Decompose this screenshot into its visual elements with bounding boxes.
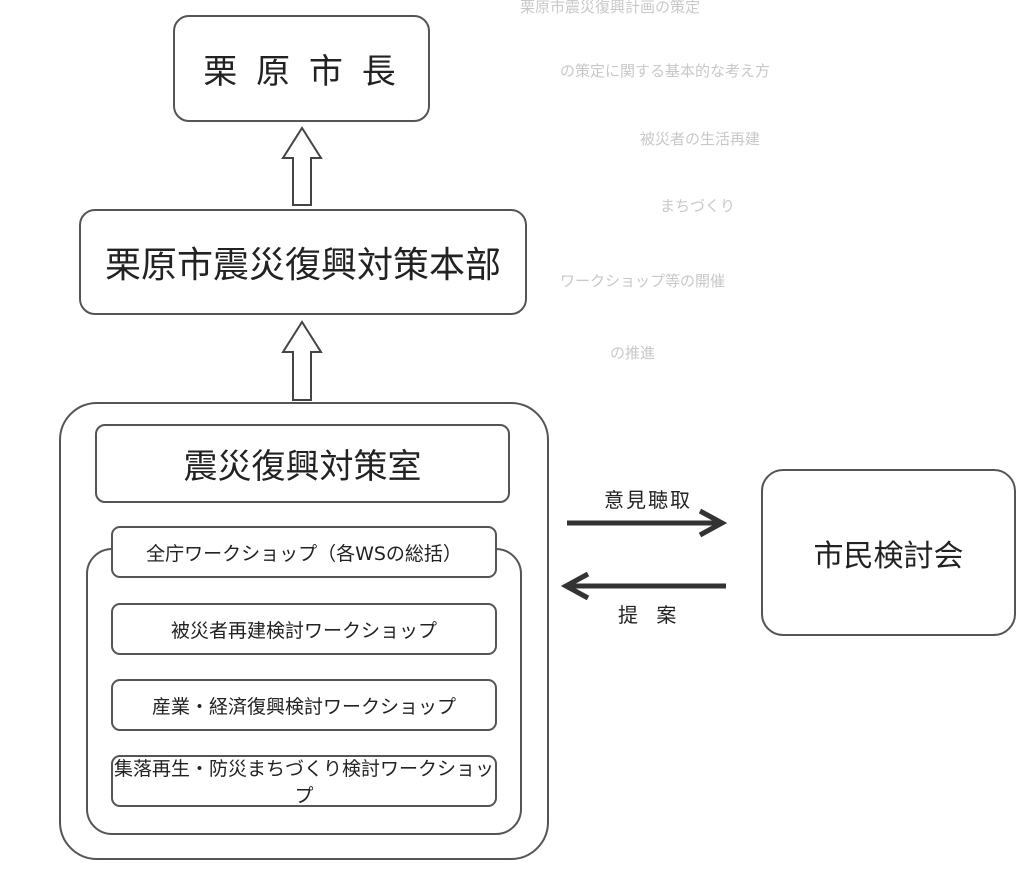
proposal-label: 提 案	[618, 603, 683, 627]
right-arrow-hearing	[567, 508, 728, 538]
workshop-item-label: 産業・経済復興検討ワークショップ	[151, 695, 456, 718]
bleed-through-text-3: 被災者の生活再建	[640, 130, 761, 148]
overall-workshop-label: 全庁ワークショップ（各WSの総括）	[146, 542, 462, 565]
up-arrow-hq-to-mayor	[281, 126, 323, 206]
bleed-through-text-2: の策定に関する基本的な考え方	[560, 62, 771, 80]
workshop-item-community-disaster-prevention: 集落再生・防災まちづくり検討ワークショップ	[111, 755, 497, 807]
citizens-meeting-label: 市民検討会	[813, 538, 964, 574]
bleed-through-text-6: の推進	[610, 344, 656, 362]
workshop-item-survivor-rebuilding: 被災者再建検討ワークショップ	[111, 603, 497, 655]
headquarters-label: 栗原市震災復興対策本部	[104, 245, 501, 286]
workshop-item-industry-economy: 産業・経済復興検討ワークショップ	[111, 679, 497, 731]
workshop-item-label: 集落再生・防災まちづくり検討ワークショップ	[113, 758, 494, 807]
mayor-label: 栗 原 市 長	[203, 52, 400, 92]
bleed-through-text-5: ワークショップ等の開催	[560, 272, 726, 290]
bleed-through-text-4: まちづくり	[660, 197, 736, 215]
left-arrow-proposal	[560, 571, 726, 601]
overall-workshop-box: 全庁ワークショップ（各WSの総括）	[111, 526, 497, 578]
up-arrow-office-to-hq	[281, 320, 323, 401]
citizens-meeting-box: 市民検討会	[761, 469, 1016, 636]
hearing-label: 意見聴取	[604, 488, 692, 512]
office-label: 震災復興対策室	[183, 447, 422, 487]
workshop-item-label: 被災者再建検討ワークショップ	[170, 619, 437, 642]
mayor-box: 栗 原 市 長	[173, 15, 430, 122]
bleed-through-text-1: 栗原市震災復興計画の策定	[520, 0, 701, 16]
headquarters-box: 栗原市震災復興対策本部	[79, 209, 527, 315]
office-box: 震災復興対策室	[95, 424, 510, 503]
